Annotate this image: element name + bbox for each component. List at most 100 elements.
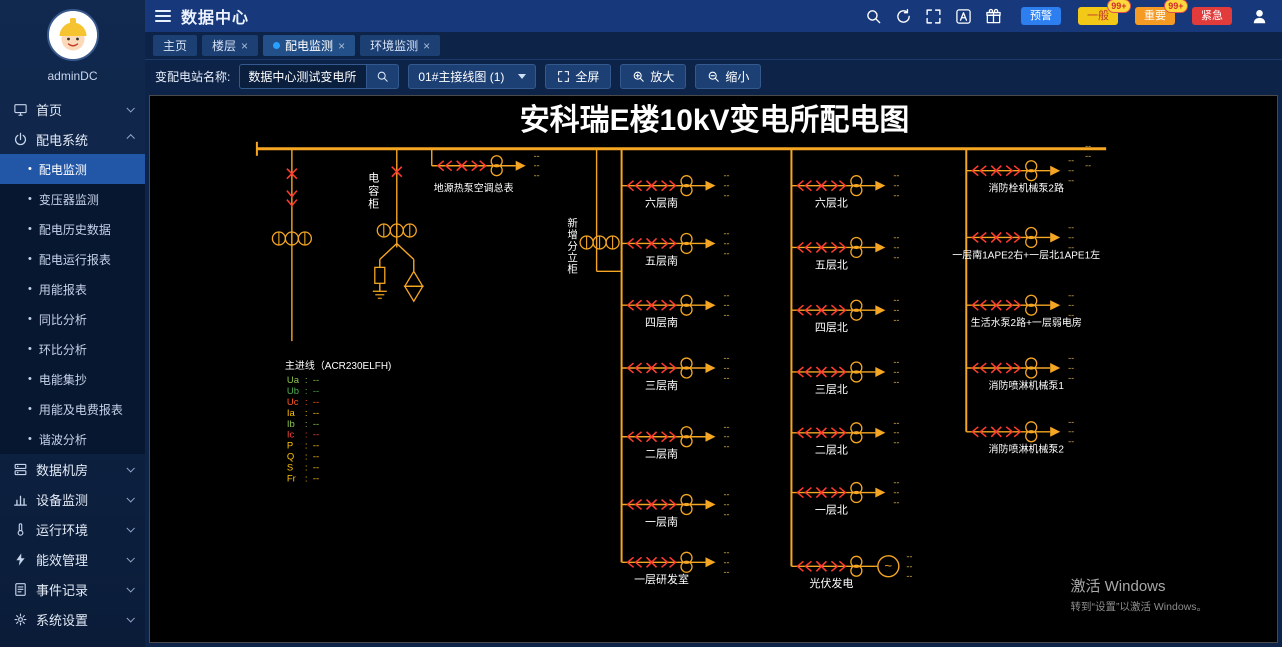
feeder-value: -- [534, 161, 540, 171]
sidebar-subitem-3[interactable]: •配电运行报表 [0, 244, 145, 274]
sidebar-item-3[interactable]: 设备监测 [0, 484, 145, 514]
alarm-button-label: 预警 [1030, 10, 1052, 22]
feeder-value: -- [723, 248, 729, 258]
bullet-icon: • [28, 343, 32, 355]
avatar[interactable] [46, 9, 99, 61]
feeder-value: -- [723, 353, 729, 363]
feeder-value: -- [723, 238, 729, 248]
feeder-value: -- [893, 367, 899, 377]
sidebar-subitem-6[interactable]: •环比分析 [0, 334, 145, 364]
search-icon [376, 70, 389, 83]
avatar-image [48, 11, 97, 59]
sidebar-subitem-7[interactable]: •电能集抄 [0, 364, 145, 394]
energy-icon [13, 552, 28, 567]
sidebar-item-4[interactable]: 运行环境 [0, 514, 145, 544]
station-name-input[interactable] [239, 63, 368, 89]
tab-close-icon[interactable]: × [423, 38, 431, 53]
tab-close-icon[interactable]: × [338, 38, 346, 53]
feeder-value: -- [534, 151, 540, 161]
tab-2[interactable]: 配电监测× [263, 35, 356, 56]
feeder-value: -- [893, 478, 899, 488]
feeder-value: -- [723, 310, 729, 320]
chevron-icon [126, 554, 135, 563]
sidebar-subitem-5[interactable]: •同比分析 [0, 304, 145, 334]
station-name-label: 变配电站名称: [155, 69, 231, 84]
sidebar-item-6[interactable]: 事件记录 [0, 574, 145, 604]
feeder-value: -- [893, 305, 899, 315]
feeder-label: 消防喷淋机械泵2 [989, 443, 1065, 456]
measurement-value: -- [313, 463, 319, 474]
sidebar-subitem-9[interactable]: •谐波分析 [0, 424, 145, 454]
svg-text::: : [305, 419, 308, 430]
feeder-label: 六层南 [645, 197, 678, 210]
sidebar-item-label: 运行环境 [36, 522, 89, 538]
feeder-label: 五层北 [815, 258, 848, 271]
refresh-icon[interactable] [895, 8, 912, 25]
sidebar-item-7[interactable]: 系统设置 [0, 604, 145, 634]
feeder-value: -- [1068, 427, 1074, 437]
feeder-value: -- [893, 171, 899, 181]
alarm-count-badge: 99+ [1163, 0, 1188, 13]
feeder-value: -- [906, 551, 912, 561]
measurement-name: Fr [287, 474, 296, 485]
search-icon[interactable] [865, 8, 882, 25]
sidebar-item-0[interactable]: 首页 [0, 94, 145, 124]
diagram-select[interactable]: 01#主接线图 (1) [408, 63, 537, 89]
measurement-name: Uc [287, 397, 299, 408]
sidebar-subitem-1[interactable]: •变压器监测 [0, 184, 145, 214]
tab-1[interactable]: 楼层× [202, 35, 259, 56]
sidebar-subitem-2[interactable]: •配电历史数据 [0, 214, 145, 244]
feeder-value: -- [1068, 232, 1074, 242]
feeder-value: -- [893, 181, 899, 191]
sidebar-item-label: 设备监测 [36, 492, 89, 508]
sidebar-subitem-0[interactable]: •配电监测 [0, 154, 145, 184]
measurement-name: Ic [287, 430, 295, 441]
tab-close-icon[interactable]: × [241, 38, 249, 53]
tab-0[interactable]: 主页 [153, 35, 198, 56]
sidebar-item-2[interactable]: 数据机房 [0, 454, 145, 484]
fullscreen-button[interactable]: 全屏 [545, 63, 612, 89]
button-label: 缩小 [725, 69, 750, 84]
sidebar-subitem-label: 用能报表 [38, 282, 87, 297]
diagram-select-value: 01#主接线图 (1) [418, 69, 505, 84]
sidebar-item-1[interactable]: 配电系统 [0, 124, 145, 154]
measurement-value: -- [313, 452, 319, 463]
user-icon[interactable] [1251, 8, 1268, 25]
sidebar-item-5[interactable]: 能效管理 [0, 544, 145, 574]
sidebar-item-label: 能效管理 [36, 552, 89, 568]
search-button[interactable] [367, 63, 400, 89]
alarm-button-label: 一般 [1087, 10, 1109, 22]
alarm-button-3[interactable]: 紧急 [1192, 7, 1232, 25]
sidebar-subitem-4[interactable]: •用能报表 [0, 274, 145, 304]
feeder-value: -- [1068, 437, 1074, 447]
feeder-value: -- [1068, 363, 1074, 373]
tab-3[interactable]: 环境监测× [360, 35, 441, 56]
feeder-label: 生活水泵2路+一层弱电房 [971, 316, 1082, 329]
gift-icon[interactable] [985, 8, 1002, 25]
feeder-value: -- [1085, 161, 1091, 171]
vertical-label: 新增分立柜 [567, 217, 578, 276]
header-icon-row [865, 8, 1002, 25]
alarm-button-0[interactable]: 预警 [1021, 7, 1061, 25]
chart-icon [13, 492, 28, 507]
sidebar-item-label: 事件记录 [36, 582, 89, 598]
button-label: 全屏 [575, 69, 600, 84]
language-icon[interactable] [955, 8, 972, 25]
svg-text::: : [305, 452, 308, 463]
alarm-button-label: 重要 [1144, 10, 1166, 22]
alarm-count-badge: 99+ [1106, 0, 1131, 13]
measurement-name: Q [287, 452, 294, 463]
menu-toggle-icon[interactable] [155, 10, 171, 22]
measurement-value: -- [313, 419, 319, 430]
feeder-label: 地源热泵空调总表 [434, 182, 514, 195]
app-title: 数据中心 [181, 10, 250, 27]
fullscreen-icon[interactable] [925, 8, 942, 25]
zoom-in-button[interactable]: 放大 [620, 63, 687, 89]
zoom-out-button[interactable]: 缩小 [695, 63, 762, 89]
feeder-label: 三层北 [815, 383, 848, 396]
sidebar-item-label: 系统设置 [36, 612, 89, 628]
sidebar-subitem-8[interactable]: •用能及电费报表 [0, 394, 145, 424]
